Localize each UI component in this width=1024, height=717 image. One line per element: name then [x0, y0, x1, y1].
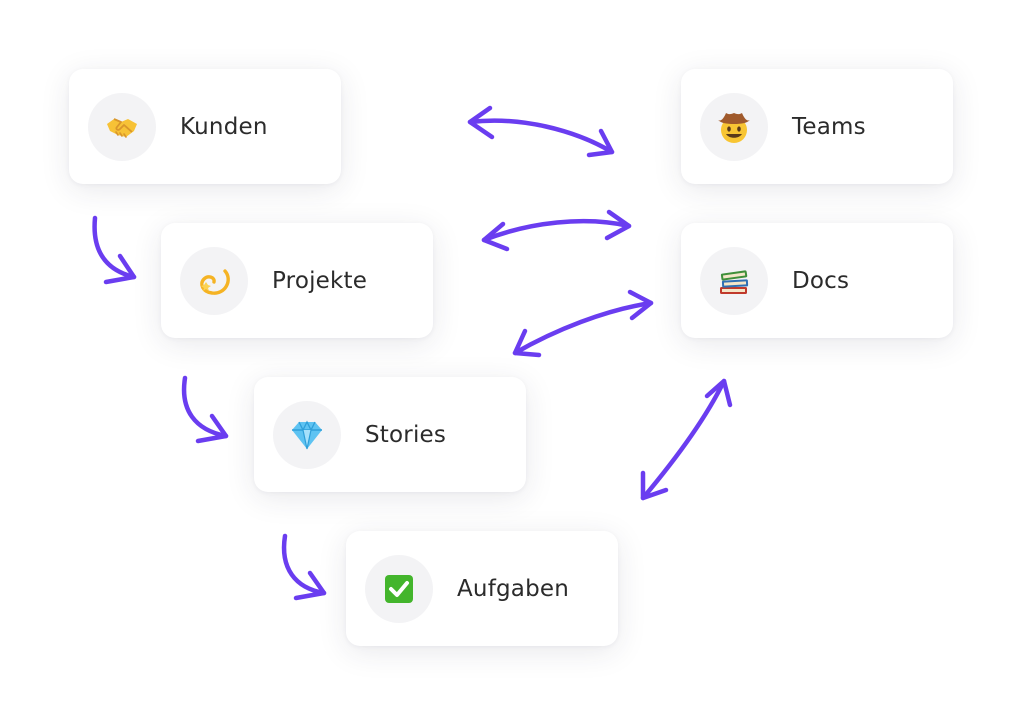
arrow-stories-docs: [512, 289, 654, 358]
arrow-projekte-docs: [481, 209, 632, 252]
gem-icon: [273, 400, 341, 469]
books-icon: [700, 246, 768, 315]
card-label: Aufgaben: [457, 575, 570, 602]
arrow-aufgaben-docs: [640, 378, 733, 501]
card-label: Docs: [792, 267, 850, 294]
card-aufgaben[interactable]: Aufgaben: [346, 531, 618, 646]
cowboy-face-icon: [700, 92, 768, 161]
card-label: Kunden: [180, 113, 268, 140]
handshake-icon: [88, 92, 156, 161]
arrow-projekte-stories: [181, 375, 229, 444]
card-kunden[interactable]: Kunden: [69, 69, 341, 184]
card-label: Stories: [365, 421, 447, 448]
card-label: Projekte: [272, 267, 368, 294]
dizzy-icon: [180, 246, 248, 315]
check-box-icon: [365, 554, 433, 623]
card-stories[interactable]: Stories: [254, 377, 526, 492]
card-teams[interactable]: Teams: [681, 69, 953, 184]
arrow-stories-aufgaben: [281, 533, 327, 601]
arrow-kunden-projekte: [92, 215, 137, 285]
card-projekte[interactable]: Projekte: [161, 223, 433, 338]
card-docs[interactable]: Docs: [681, 223, 953, 338]
card-label: Teams: [792, 113, 866, 140]
arrow-kunden-teams: [467, 105, 615, 158]
